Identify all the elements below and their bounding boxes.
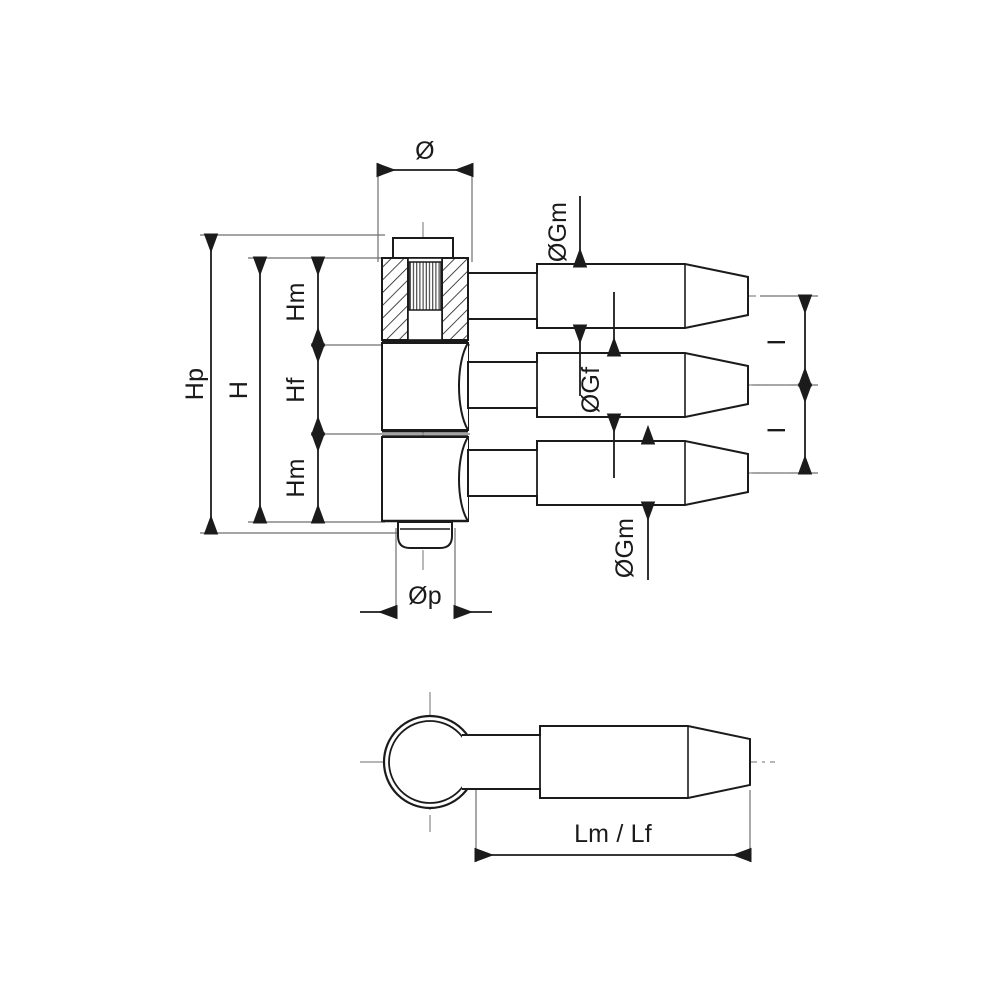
female-knuckle-transition — [458, 342, 469, 431]
section-wall-left — [381, 257, 409, 341]
dimension-label-hf: Hf — [282, 377, 310, 402]
front-elevation-view: Ø Hp H Hm Hf Hm Øp — [181, 137, 818, 620]
dimension-label-diameter-top: Ø — [415, 137, 435, 165]
pin-middle-outline — [467, 352, 749, 418]
upper-male-leaf — [381, 237, 469, 343]
dimension-diameter-gm-upper: ØGm — [544, 196, 588, 396]
dimension-label-hm-upper: Hm — [282, 282, 310, 321]
lower-knuckle-transition — [458, 436, 469, 522]
plan-view: Lm / Lf — [360, 692, 775, 863]
dimension-label-hp: Hp — [181, 368, 209, 400]
pin-upper-male — [467, 263, 749, 329]
pin-lower-male — [467, 440, 749, 506]
middle-female-leaf — [381, 342, 469, 437]
dimension-diameter-gm-lower: ØGm — [611, 424, 656, 580]
dimension-length-lm-lf: Lm / Lf — [474, 820, 752, 863]
dimension-spacing-i: I I — [763, 294, 813, 475]
female-leaf-body — [381, 342, 469, 431]
section-wall-right — [441, 257, 469, 341]
lower-leaf-body — [381, 436, 469, 522]
pin-upper-outline — [467, 263, 749, 329]
pin-lower-outline — [467, 440, 749, 506]
pin-middle-female — [467, 352, 749, 418]
dimension-label-lm-lf: Lm / Lf — [574, 820, 652, 848]
dimension-h: H — [225, 256, 268, 524]
dimension-label-gm-upper: ØGm — [544, 202, 572, 262]
dimension-label-diameter-pin: Øp — [408, 582, 442, 610]
bottom-pin-boss — [397, 521, 453, 549]
dimension-diameter-pin: Øp — [360, 582, 492, 620]
top-cap — [392, 237, 454, 259]
lower-male-leaf — [381, 436, 469, 549]
dimension-label-i-upper: I — [763, 338, 791, 345]
dimension-diameter-top: Ø — [376, 137, 474, 178]
dimension-diameter-gf: ØGf — [577, 292, 622, 478]
dimension-label-h: H — [225, 381, 253, 399]
plan-pin-outline — [462, 725, 751, 799]
dimension-label-i-lower: I — [763, 426, 791, 433]
dimension-hp: Hp — [181, 233, 219, 535]
dimension-label-gm-lower: ØGm — [611, 518, 639, 578]
dimension-label-gf: ØGf — [577, 367, 605, 413]
thread-insert — [408, 261, 442, 311]
dimension-chain-hm-hf-hm: Hm Hf Hm — [282, 256, 326, 524]
dimension-label-hm-lower: Hm — [282, 458, 310, 497]
